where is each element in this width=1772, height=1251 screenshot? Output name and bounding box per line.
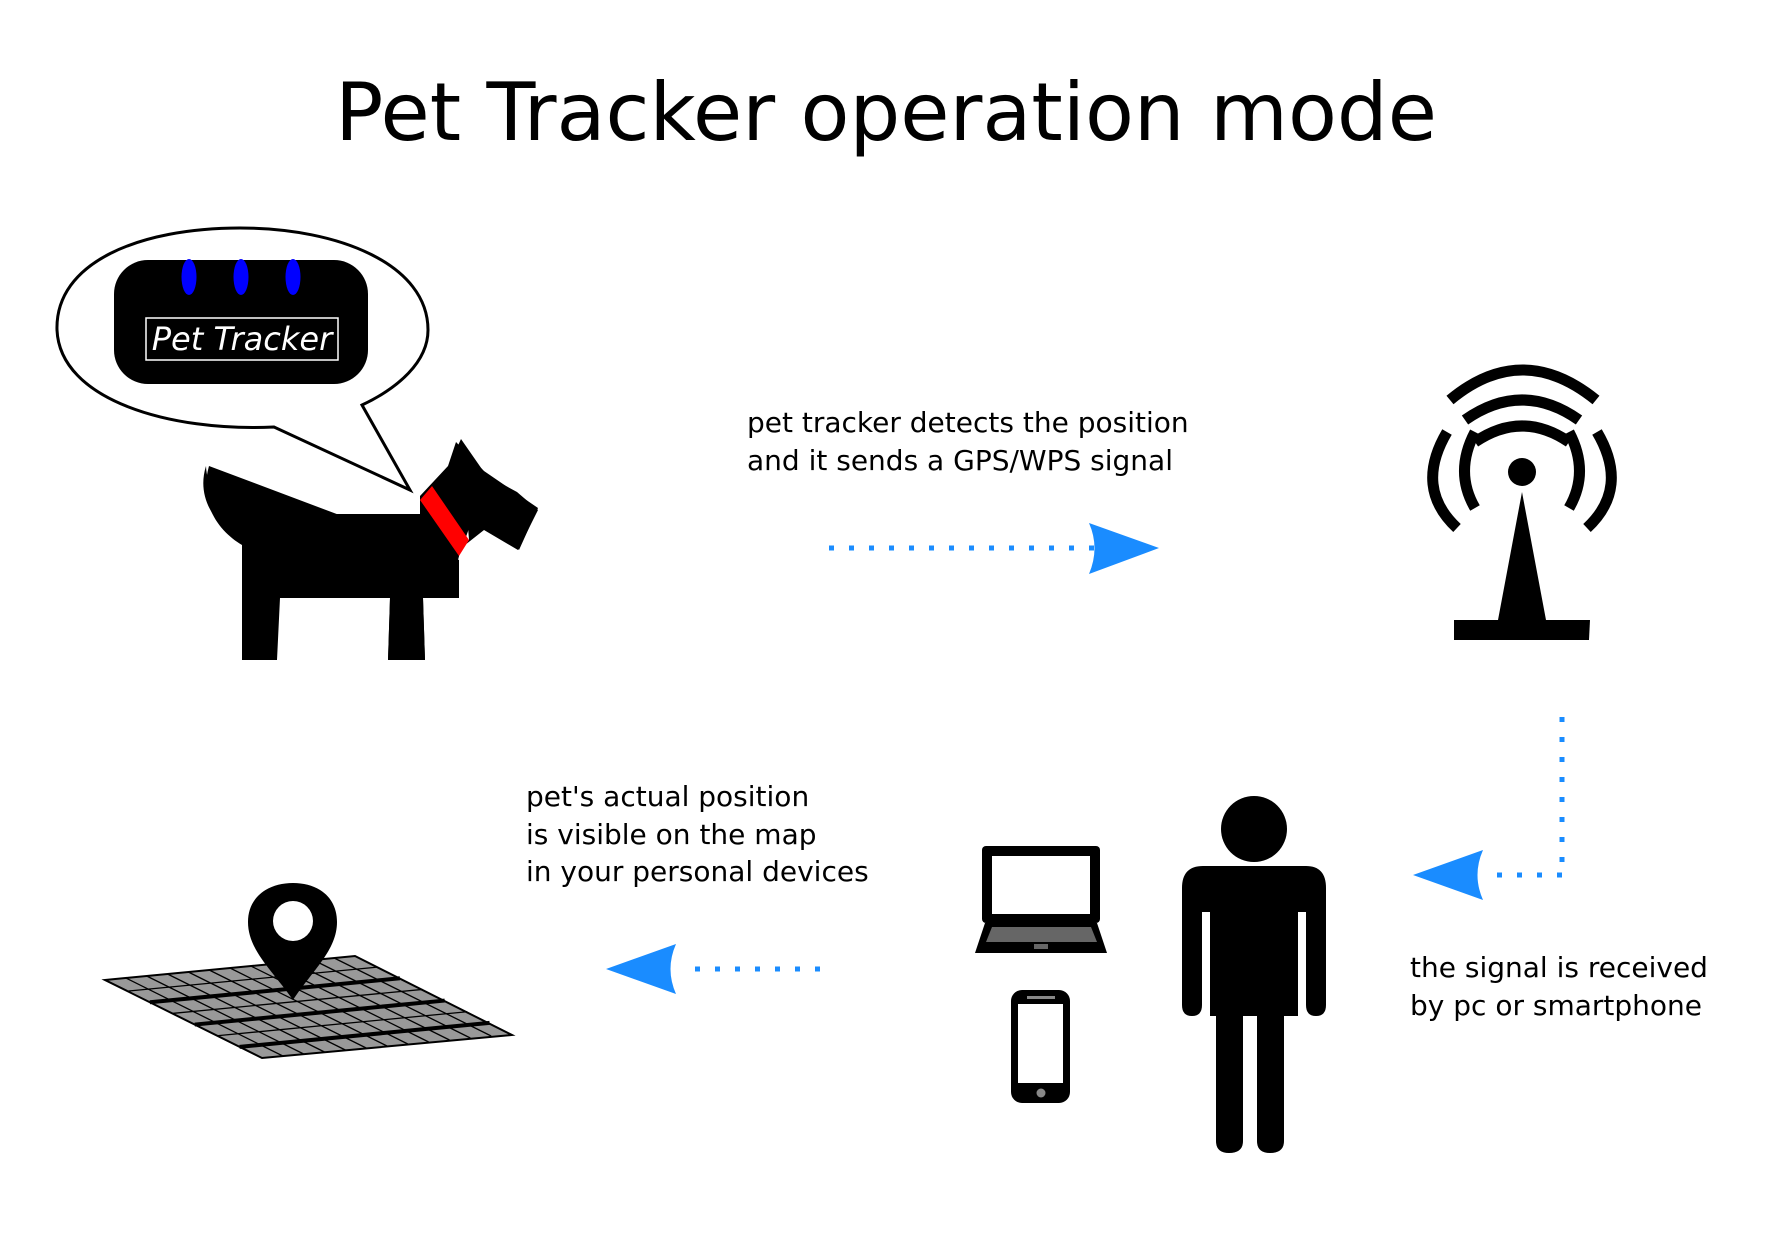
caption-line: by pc or smartphone — [1410, 988, 1702, 1022]
dog-icon — [203, 439, 538, 660]
arrow-right-icon — [829, 523, 1159, 574]
person-icon — [1182, 796, 1326, 1153]
device-label: Pet Tracker — [152, 320, 334, 358]
laptop-icon — [975, 846, 1107, 953]
dog-collar — [420, 486, 469, 556]
step-caption-send: pet tracker detects the position and it … — [747, 404, 1189, 479]
step-caption-receive: the signal is received by pc or smartpho… — [1410, 949, 1708, 1024]
device-light — [285, 259, 301, 295]
caption-line: in your personal devices — [526, 855, 869, 888]
caption-line: is visible on the map — [526, 817, 817, 851]
step-caption-map: pet's actual position is visible on the … — [526, 778, 869, 891]
map-grid-icon — [101, 954, 516, 1060]
caption-line: and it sends a GPS/WPS signal — [747, 443, 1173, 477]
radio-tower-icon — [1427, 364, 1617, 640]
pet-tracker-device-icon: Pet Tracker — [114, 259, 368, 384]
caption-line: the signal is received — [1410, 951, 1708, 984]
diagram-title: Pet Tracker operation mode — [335, 66, 1437, 159]
device-light — [181, 259, 197, 295]
arrow-left-icon — [1413, 717, 1565, 900]
map-pin-icon — [248, 883, 337, 1000]
smartphone-icon — [1011, 990, 1070, 1103]
caption-line: pet tracker detects the position — [747, 406, 1189, 439]
device-light — [233, 259, 249, 295]
caption-line: pet's actual position — [526, 780, 810, 813]
arrow-left-icon — [606, 944, 820, 994]
